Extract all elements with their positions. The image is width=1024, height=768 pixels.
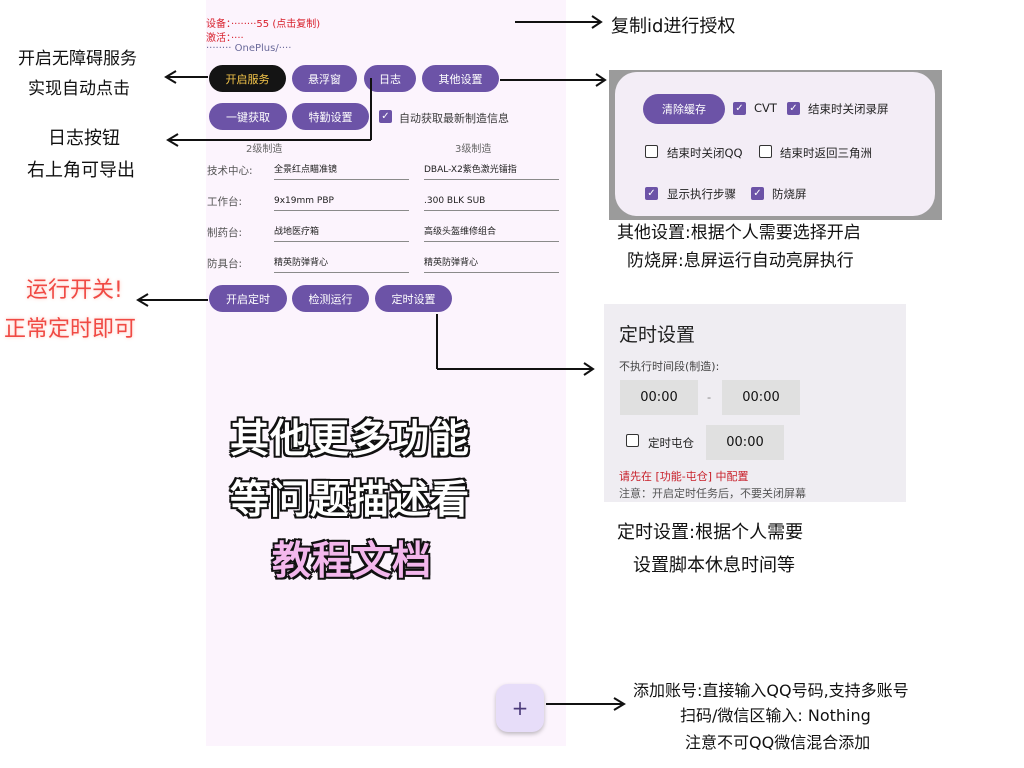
service-annotation-line2: 实现自动点击 xyxy=(28,79,130,99)
cvt-checkbox[interactable]: ✓ xyxy=(733,102,746,115)
service-annotation-line1: 开启无障碍服务 xyxy=(18,49,137,69)
detect-run-button[interactable]: 检测运行 xyxy=(292,285,369,312)
device-model-line: ········ OnePlus/···· xyxy=(206,43,292,54)
end-time-field[interactable]: 00:00 xyxy=(722,380,800,415)
timer-settings-panel: 定时设置 不执行时间段(制造): 00:00 - 00:00 定时屯仓 00:0… xyxy=(604,304,906,502)
add-account-button[interactable]: + xyxy=(496,684,544,732)
no-exec-label: 不执行时间段(制造): xyxy=(619,360,720,373)
armor-level2-field[interactable]: 精英防弹背心 xyxy=(274,254,409,273)
add-annotation-line2: 扫码/微信区输入: Nothing xyxy=(680,706,871,725)
config-hint: 请先在 [功能-屯仓] 中配置 xyxy=(619,470,749,483)
pharmacy-level3-field[interactable]: 高级头盔维修组合 xyxy=(424,223,559,242)
close-qq-label: 结束时关闭QQ xyxy=(667,146,743,160)
close-qq-checkbox[interactable] xyxy=(645,145,658,158)
time-dash: - xyxy=(707,390,712,404)
activation-line: 激活：···· xyxy=(206,33,244,44)
stock-timer-checkbox[interactable] xyxy=(626,434,639,447)
auto-fetch-checkbox[interactable]: ✓ xyxy=(379,110,392,123)
burn-protect-label: 防烧屏 xyxy=(772,187,807,201)
overlay-text-line2: 等问题描述看 xyxy=(229,477,471,524)
run-annotation-line2: 正常定时即可 xyxy=(4,317,137,342)
device-id-line[interactable]: 设备：········55 (点击复制) xyxy=(206,19,321,30)
timer-note: 注意：开启定时任务后，不要关闭屏幕 xyxy=(619,487,806,500)
start-time-field[interactable]: 00:00 xyxy=(620,380,698,415)
one-click-get-button[interactable]: 一键获取 xyxy=(209,103,287,130)
tech-level3-field[interactable]: DBAL-X2紫色激光镭指 xyxy=(424,161,559,180)
return-delta-label: 结束时返回三角洲 xyxy=(780,146,872,160)
cvt-label: CVT xyxy=(754,101,777,115)
copy-id-annotation: 复制id进行授权 xyxy=(611,16,736,37)
clear-cache-button[interactable]: 清除缓存 xyxy=(643,94,725,124)
other-annotation-line1: 其他设置:根据个人需要选择开启 xyxy=(617,223,861,243)
other-settings-panel: 清除缓存 ✓ CVT ✓ 结束时关闭录屏 结束时关闭QQ 结束时返回三角洲 ✓ … xyxy=(609,70,942,220)
stop-record-checkbox[interactable]: ✓ xyxy=(787,102,800,115)
level3-header: 3级制造 xyxy=(455,144,492,155)
timer-settings-button[interactable]: 定时设置 xyxy=(375,285,452,312)
stop-record-label: 结束时关闭录屏 xyxy=(808,102,889,116)
tech-level2-field[interactable]: 全景红点瞄准镜 xyxy=(274,161,409,180)
timer-annotation-line2: 设置脚本休息时间等 xyxy=(633,555,795,576)
stock-time-field[interactable]: 00:00 xyxy=(706,425,784,460)
overlay-text-line1: 其他更多功能 xyxy=(229,416,471,463)
show-steps-label: 显示执行步骤 xyxy=(667,187,736,201)
other-settings-button[interactable]: 其他设置 xyxy=(422,65,499,92)
special-settings-button[interactable]: 特勤设置 xyxy=(292,103,369,130)
timer-annotation-line1: 定时设置:根据个人需要 xyxy=(617,522,804,543)
return-delta-checkbox[interactable] xyxy=(759,145,772,158)
log-annotation-line1: 日志按钮 xyxy=(48,128,120,149)
row-label-armor: 防具台: xyxy=(207,258,243,270)
row-label-pharmacy: 制药台: xyxy=(207,227,243,239)
log-annotation-line2: 右上角可导出 xyxy=(27,160,135,181)
plus-icon: + xyxy=(511,696,529,720)
workbench-level2-field[interactable]: 9x19mm PBP xyxy=(274,192,409,211)
workbench-level3-field[interactable]: .300 BLK SUB xyxy=(424,192,559,211)
add-annotation-line3: 注意不可QQ微信混合添加 xyxy=(685,733,871,752)
level2-header: 2级制造 xyxy=(246,144,283,155)
start-timer-button[interactable]: 开启定时 xyxy=(209,285,287,312)
timer-panel-title: 定时设置 xyxy=(619,324,696,346)
other-settings-card: 清除缓存 ✓ CVT ✓ 结束时关闭录屏 结束时关闭QQ 结束时返回三角洲 ✓ … xyxy=(615,72,935,216)
burn-protect-checkbox[interactable]: ✓ xyxy=(751,187,764,200)
overlay-text-line3: 教程文档 xyxy=(271,538,433,585)
show-steps-checkbox[interactable]: ✓ xyxy=(645,187,658,200)
row-label-tech: 技术中心: xyxy=(207,165,253,177)
armor-level3-field[interactable]: 精英防弹背心 xyxy=(424,254,559,273)
run-annotation-line1: 运行开关! xyxy=(26,278,123,303)
start-service-button[interactable]: 开启服务 xyxy=(209,65,286,92)
pharmacy-level2-field[interactable]: 战地医疗箱 xyxy=(274,223,409,242)
stock-timer-label: 定时屯仓 xyxy=(648,436,694,450)
float-window-button[interactable]: 悬浮窗 xyxy=(292,65,357,92)
row-label-workbench: 工作台: xyxy=(207,196,243,208)
add-annotation-line1: 添加账号:直接输入QQ号码,支持多账号 xyxy=(633,681,909,700)
log-button[interactable]: 日志 xyxy=(364,65,416,92)
auto-fetch-label: 自动获取最新制造信息 xyxy=(399,112,509,125)
other-annotation-line2: 防烧屏:息屏运行自动亮屏执行 xyxy=(627,251,854,271)
